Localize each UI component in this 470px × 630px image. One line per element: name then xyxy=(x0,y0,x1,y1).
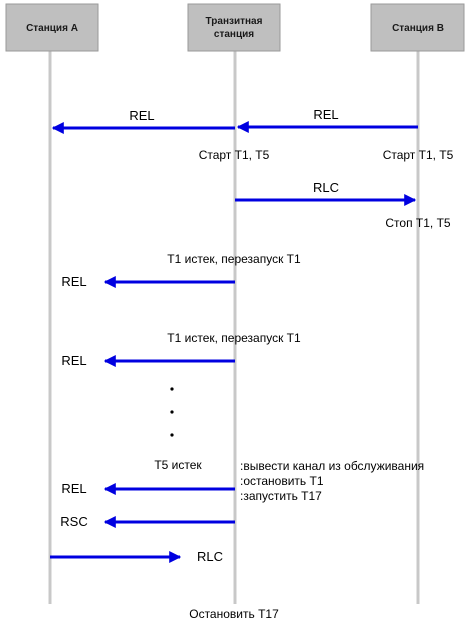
annotation-action-3: :запустить Т17 xyxy=(240,489,322,503)
label-rel-restart-2: REL xyxy=(61,353,86,368)
participant-station-a-label: Станция А xyxy=(26,23,78,34)
annotation-action-1: :вывести канал из обслуживания xyxy=(240,459,424,473)
participant-station-b: Станция В xyxy=(370,3,465,52)
participant-transit-label-line2: станция xyxy=(214,29,254,40)
annotation-start-transit: Старт Т1, Т5 xyxy=(199,148,270,162)
label-rlc-transit-to-b: RLC xyxy=(313,180,339,195)
participant-transit-station: Транзитная станция xyxy=(187,3,281,52)
annotation-start-b: Старт Т1, Т5 xyxy=(383,148,454,162)
annotation-restart-1: Т1 истек, перезапуск Т1 xyxy=(167,252,301,266)
label-rel-final: REL xyxy=(61,481,86,496)
label-rlc-a-to-transit: RLC xyxy=(197,549,223,564)
participant-station-b-label: Станция В xyxy=(392,23,444,34)
annotation-t5-expired: Т5 истек xyxy=(154,458,202,472)
participant-transit-label-line1: Транзитная xyxy=(206,16,263,27)
ellipsis-dot-3 xyxy=(170,433,174,437)
ellipsis-dot-2 xyxy=(170,410,174,414)
annotation-action-2: :остановить Т1 xyxy=(240,474,324,488)
label-rel-transit-to-a: REL xyxy=(129,108,154,123)
label-rel-restart-1: REL xyxy=(61,274,86,289)
participant-station-a: Станция А xyxy=(5,3,99,52)
ellipsis-dot-1 xyxy=(170,387,174,391)
label-rel-b-to-transit: REL xyxy=(313,107,338,122)
annotation-restart-2: Т1 истек, перезапуск Т1 xyxy=(167,331,301,345)
label-rsc: RSC xyxy=(60,514,87,529)
annotation-stop-b: Стоп Т1, Т5 xyxy=(385,216,451,230)
annotation-stop-t17: Остановить Т17 xyxy=(189,607,279,621)
